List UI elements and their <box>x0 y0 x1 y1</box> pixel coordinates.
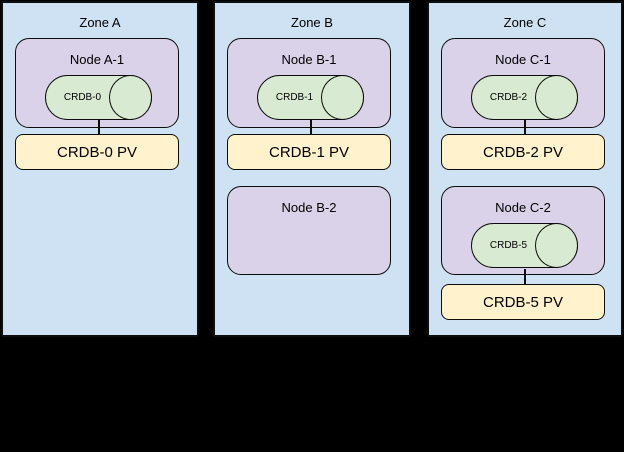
crdb-2-pv: CRDB-2 PV <box>441 134 605 170</box>
pod-to-pv-connector <box>310 120 312 135</box>
cylinder-cap <box>109 75 152 120</box>
pod-to-pv-connector <box>524 120 526 135</box>
crdb-2-pod-cylinder: CRDB-2 <box>471 75 578 120</box>
crdb-1-pod-label: CRDB-1 <box>275 92 314 103</box>
zone-c-title: Zone C <box>503 15 547 30</box>
zone-b: Zone B Node B-1 CRDB-1 CRDB-1 PV Node B-… <box>213 1 411 337</box>
zone-b-title: Zone B <box>291 15 333 30</box>
node-b-1-title: Node B-1 <box>281 52 337 67</box>
zone-c: Zone C Node C-1 CRDB-2 CRDB-2 PV Node C-… <box>427 1 623 337</box>
zone-a-title: Zone A <box>79 15 121 30</box>
crdb-0-pod-cylinder: CRDB-0 <box>45 75 152 120</box>
crdb-0-pod-label: CRDB-0 <box>63 92 102 103</box>
crdb-2-pod-label: CRDB-2 <box>489 92 528 103</box>
node-c-1: Node C-1 CRDB-2 <box>441 38 605 128</box>
node-b-2: Node B-2 <box>227 186 391 275</box>
crdb-2-pv-label: CRDB-2 PV <box>482 143 564 161</box>
crdb-1-pv-label: CRDB-1 PV <box>268 143 350 161</box>
node-a-1-title: Node A-1 <box>69 52 125 67</box>
crdb-0-pv: CRDB-0 PV <box>15 134 179 170</box>
cylinder-cap <box>321 75 364 120</box>
node-b-1: Node B-1 CRDB-1 <box>227 38 391 128</box>
node-b-2-title: Node B-2 <box>281 200 337 215</box>
node-a-1: Node A-1 CRDB-0 <box>15 38 179 128</box>
crdb-5-pv-label: CRDB-5 PV <box>482 293 564 311</box>
crdb-1-pod-cylinder: CRDB-1 <box>257 75 364 120</box>
node-c-2-title: Node C-2 <box>495 200 551 215</box>
pod-to-pv-connector <box>98 120 100 135</box>
node-c-1-title: Node C-1 <box>495 52 551 67</box>
crdb-5-pod-label: CRDB-5 <box>489 240 528 251</box>
crdb-1-pv: CRDB-1 PV <box>227 134 391 170</box>
cylinder-cap <box>535 223 578 268</box>
zone-a: Zone A Node A-1 CRDB-0 CRDB-0 PV <box>1 1 199 337</box>
crdb-0-pv-label: CRDB-0 PV <box>56 143 138 161</box>
pod-to-pv-connector <box>524 269 526 285</box>
cylinder-cap <box>535 75 578 120</box>
node-c-2: Node C-2 CRDB-5 <box>441 186 605 275</box>
crdb-5-pv: CRDB-5 PV <box>441 284 605 320</box>
crdb-5-pod-cylinder: CRDB-5 <box>471 223 578 268</box>
